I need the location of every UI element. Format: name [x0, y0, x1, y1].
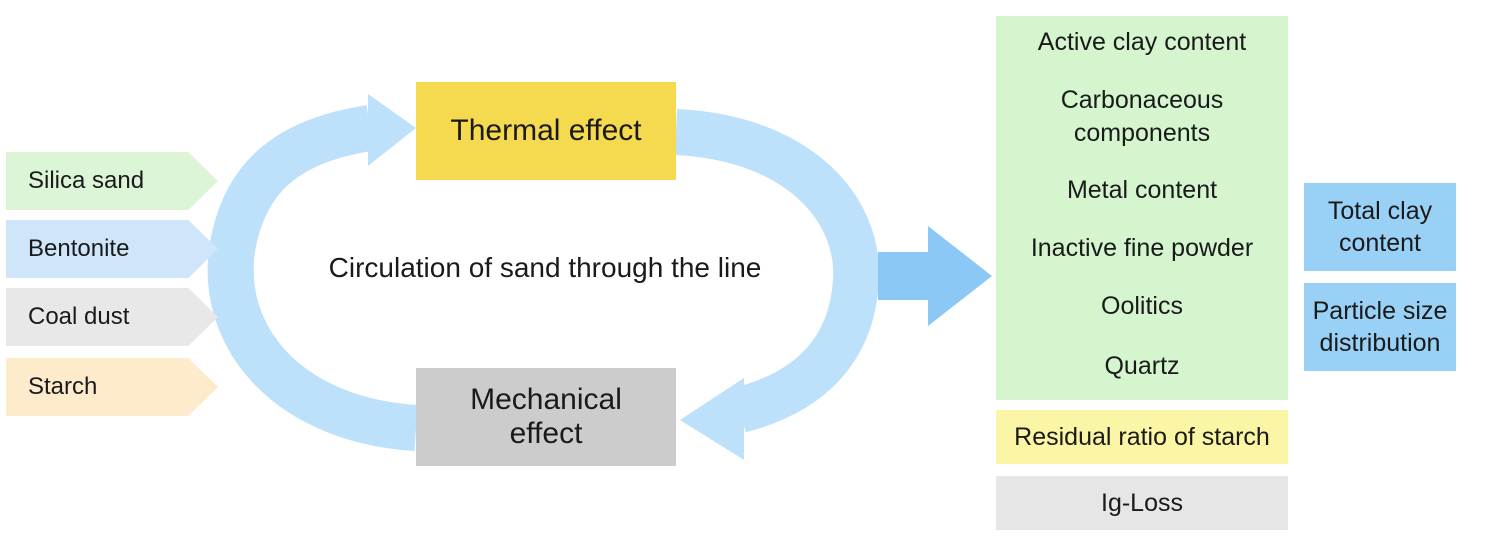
component-inactive-powder: Inactive fine powder	[1030, 234, 1254, 262]
ig-loss-box: Ig-Loss	[996, 476, 1288, 530]
component-carbonaceous: Carbonaceous components	[1060, 86, 1224, 147]
circulation-label: Circulation of sand through the line	[328, 252, 762, 283]
component-metal: Metal content	[1066, 176, 1218, 204]
total-clay-box: Total clay content	[1304, 183, 1456, 271]
ig-loss-label: Ig-Loss	[1101, 488, 1183, 517]
component-oolitics: Oolitics	[1101, 292, 1183, 320]
input-tag-silica-sand: Silica sand	[6, 152, 218, 210]
thermal-effect-box: Thermal effect	[416, 82, 676, 180]
input-tag-label: Silica sand	[28, 167, 145, 194]
mechanical-effect-label: Mechanical effect	[470, 382, 622, 451]
left-cycle-arrow	[207, 105, 418, 451]
input-tag-coal-dust: Coal dust	[6, 288, 218, 346]
component-quartz: Quartz	[1104, 352, 1180, 380]
starch-residual-label: Residual ratio of starch	[1014, 422, 1270, 451]
component-active-clay: Active clay content	[1037, 28, 1247, 56]
thermal-effect-label: Thermal effect	[450, 113, 642, 147]
input-tag-label: Starch	[28, 373, 98, 400]
particle-size-label: Particle size distribution	[1312, 296, 1448, 358]
starch-residual-box: Residual ratio of starch	[996, 410, 1288, 464]
input-tag-starch: Starch	[6, 358, 218, 416]
left-cycle-arrowhead	[368, 94, 416, 166]
right-cycle-arrow	[674, 109, 880, 433]
right-cycle-arrowhead	[680, 378, 744, 460]
input-tag-label: Bentonite	[28, 235, 130, 262]
output-arrow	[878, 226, 992, 326]
component-panel	[996, 16, 1288, 400]
particle-size-box: Particle size distribution	[1304, 283, 1456, 371]
input-tag-label: Coal dust	[28, 303, 130, 330]
mechanical-effect-box: Mechanical effect	[416, 368, 676, 466]
total-clay-label: Total clay content	[1327, 196, 1433, 258]
input-tag-bentonite: Bentonite	[6, 220, 218, 278]
